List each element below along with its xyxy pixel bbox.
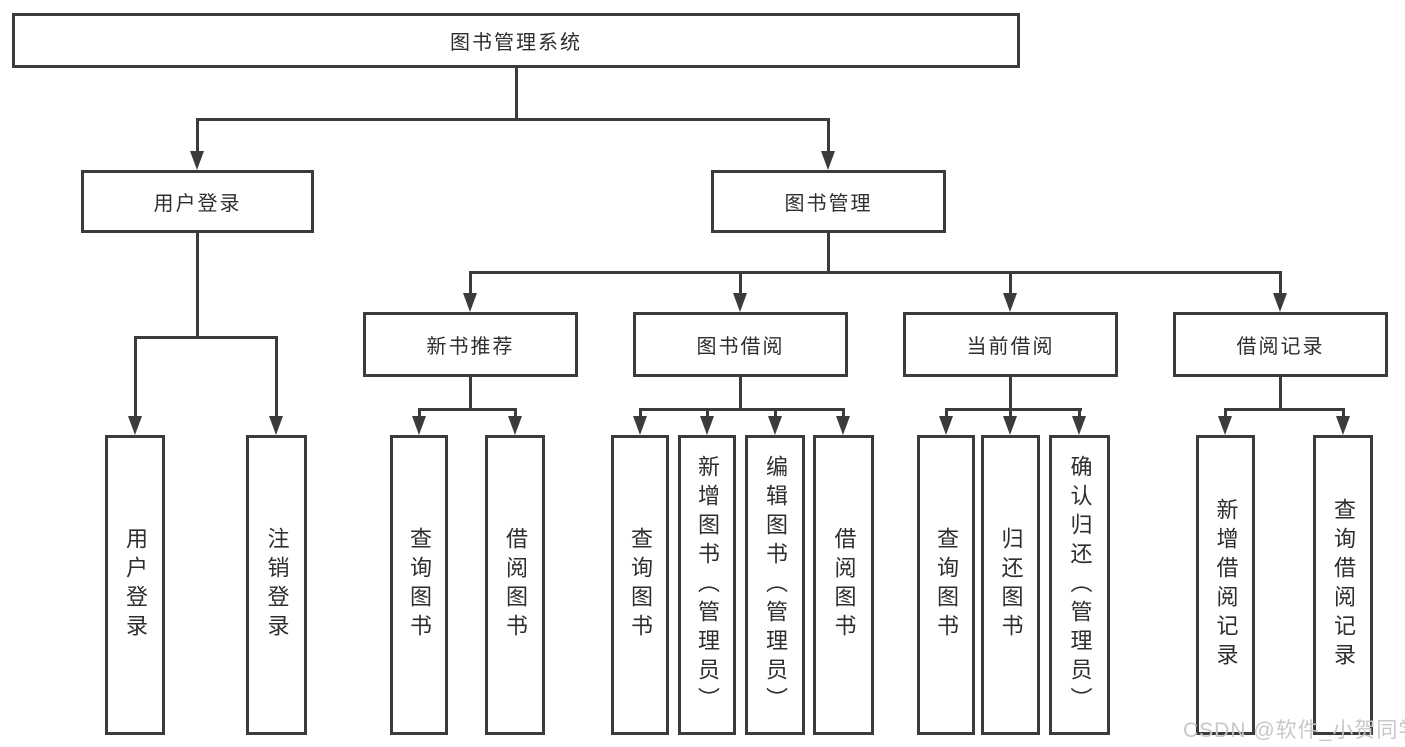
connector-stub [1009,377,1012,411]
leaf-add-books-admin-label: 新增图书（管理员） [695,454,720,716]
connector-stub [469,377,472,411]
node-book-management: 图书管理 [711,170,946,233]
node-library-system-label: 图书管理系统 [450,32,582,54]
connector-stub [842,408,845,420]
connector-stub [945,408,948,420]
connector-stub [706,408,709,420]
leaf-query-books-current-label: 查询图书 [934,527,959,643]
connector-hline [134,336,278,339]
arrowhead-icon [1273,293,1287,312]
node-new-book-recommend-label: 新书推荐 [426,336,515,358]
leaf-return-books-label: 归还图书 [998,527,1024,643]
connector-hline [945,408,1082,411]
connector-stub [774,408,777,420]
connector-hline [1224,408,1345,411]
arrowhead-icon [463,293,477,312]
leaf-query-borrow-record-label: 查询借阅记录 [1331,498,1356,672]
node-library-system: 图书管理系统 [12,13,1020,68]
arrowhead-icon [836,416,850,435]
leaf-logout-label: 注销登录 [264,527,290,643]
connector-stub [1078,408,1081,420]
connector-stub [134,336,137,418]
arrowhead-icon [412,416,426,435]
leaf-query-books-current: 查询图书 [917,435,975,735]
arrowhead-icon [1003,293,1017,312]
connector-stub [639,408,642,420]
connector-stub [827,118,830,153]
node-book-management-label: 图书管理 [784,193,873,215]
node-user-login: 用户登录 [81,170,314,233]
arrowhead-icon [821,151,835,170]
connector-hline [639,408,845,411]
connector-stub [1009,408,1012,420]
connector-stub [196,118,199,153]
node-user-login-label: 用户登录 [153,193,242,215]
arrowhead-icon [768,416,782,435]
leaf-logout: 注销登录 [246,435,307,735]
arrowhead-icon [1072,416,1086,435]
connector-root-hline [196,118,830,121]
leaf-borrow-books-recommend: 借阅图书 [485,435,545,735]
node-book-borrowing: 图书借阅 [633,312,848,377]
leaf-edit-books-admin: 编辑图书（管理员） [745,435,805,735]
connector-stub [1224,408,1227,420]
leaf-query-books-borrow: 查询图书 [611,435,669,735]
arrowhead-icon [1003,416,1017,435]
arrowhead-icon [1218,416,1232,435]
connector-stub [469,271,472,295]
connector-stub [196,233,199,339]
arrowhead-icon [733,293,747,312]
connector-stub [514,408,517,420]
node-current-borrowing-label: 当前借阅 [966,336,1055,358]
leaf-edit-books-admin-label: 编辑图书（管理员） [763,454,788,716]
node-borrowing-records: 借阅记录 [1173,312,1388,377]
connector-stub [827,233,830,274]
leaf-add-borrow-record-label: 新增借阅记录 [1213,498,1239,672]
leaf-confirm-return-admin: 确认归还（管理员） [1049,435,1110,735]
leaf-query-books-borrow-label: 查询图书 [628,527,653,643]
connector-stub [739,271,742,295]
node-new-book-recommend: 新书推荐 [363,312,578,377]
csdn-watermark: CSDN @软件_小贺同学 [1183,719,1405,742]
leaf-query-books-recommend: 查询图书 [390,435,448,735]
connector-hline [418,408,517,411]
leaf-query-books-recommend-label: 查询图书 [407,527,432,643]
arrowhead-icon [633,416,647,435]
leaf-borrow-books-recommend-label: 借阅图书 [503,527,528,643]
leaf-query-borrow-record: 查询借阅记录 [1313,435,1373,735]
connector-stub [275,336,278,418]
connector-stub [1279,271,1282,295]
arrowhead-icon [1336,416,1350,435]
node-borrowing-records-label: 借阅记录 [1236,336,1325,358]
leaf-add-books-admin: 新增图书（管理员） [678,435,736,735]
connector-hline [469,271,1282,274]
connector-stub [1279,377,1282,411]
arrowhead-icon [700,416,714,435]
arrowhead-icon [939,416,953,435]
connector-root-stub [515,68,518,121]
leaf-add-borrow-record: 新增借阅记录 [1196,435,1255,735]
arrowhead-icon [190,151,204,170]
leaf-user-login-label: 用户登录 [123,527,148,643]
leaf-confirm-return-admin-label: 确认归还（管理员） [1067,454,1093,716]
connector-stub [739,377,742,411]
node-book-borrowing-label: 图书借阅 [696,336,785,358]
arrowhead-icon [508,416,522,435]
leaf-return-books: 归还图书 [981,435,1040,735]
connector-stub [1009,271,1012,295]
arrowhead-icon [128,416,142,435]
leaf-borrow-books: 借阅图书 [813,435,874,735]
connector-stub [418,408,421,420]
connector-stub [1342,408,1345,420]
node-current-borrowing: 当前借阅 [903,312,1118,377]
leaf-borrow-books-label: 借阅图书 [831,527,857,643]
arrowhead-icon [269,416,283,435]
leaf-user-login: 用户登录 [105,435,165,735]
